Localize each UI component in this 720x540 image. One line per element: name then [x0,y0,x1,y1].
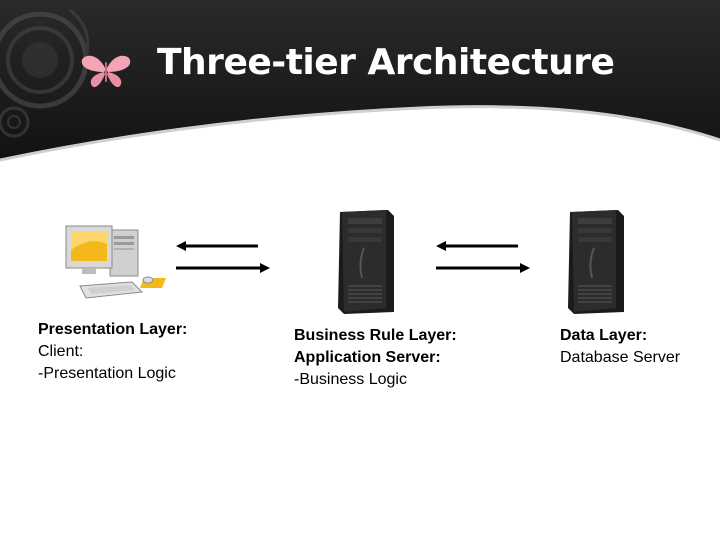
desktop-computer-icon [65,225,166,299]
business-rule-layer-label: Business Rule Layer: Application Server:… [294,325,457,391]
slide-title: Three-tier Architecture [157,42,615,83]
header-band [0,0,720,162]
tier-line: -Business Logic [294,371,407,388]
tier-line: Client: [38,343,84,360]
bidirectional-arrows-icon [176,241,270,273]
tower-server-icon [568,210,624,314]
data-layer-label: Data Layer: Database Server [560,325,680,369]
tier-line: -Presentation Logic [38,365,176,382]
bidirectional-arrows-icon [436,241,530,273]
tier-subheading: Application Server: [294,349,441,366]
butterfly-icon [81,55,131,88]
tier-line: Database Server [560,349,681,366]
tier-heading: Presentation Layer: [38,321,188,338]
tower-server-icon [338,210,394,314]
tier-heading: Business Rule Layer: [294,327,457,344]
presentation-layer-label: Presentation Layer: Client: -Presentatio… [38,319,187,385]
tier-heading: Data Layer: [560,327,648,344]
